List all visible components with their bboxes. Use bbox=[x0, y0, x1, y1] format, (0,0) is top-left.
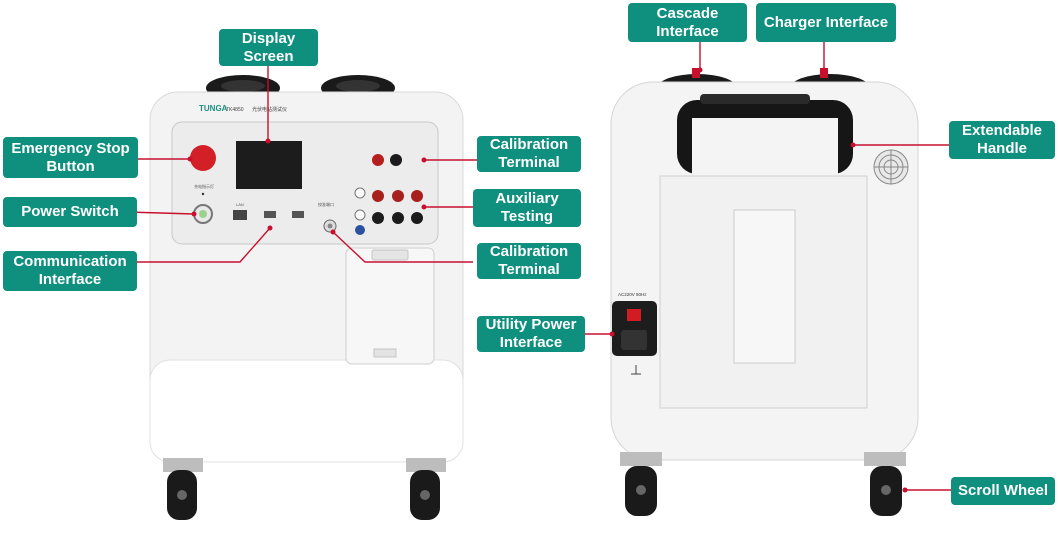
rear-rating-label: AC220V 50Hz bbox=[618, 292, 647, 297]
callout-calibration-terminal-bottom: Calibration Terminal bbox=[477, 243, 581, 279]
callout-utility-power-interface: Utility Power Interface bbox=[477, 316, 585, 352]
emergency-stop-button[interactable] bbox=[190, 145, 216, 171]
callout-calibration-terminal-top: Calibration Terminal bbox=[477, 136, 581, 172]
power-indicator-label: 充电指示灯 bbox=[194, 183, 214, 189]
model-text: TK4850 bbox=[226, 107, 244, 113]
calibration-port-label: 校准端口 bbox=[318, 201, 334, 207]
leader-lines bbox=[126, 42, 951, 491]
leader-dots bbox=[187, 67, 908, 493]
brand-logo-text: TUNGA bbox=[199, 104, 228, 113]
calibration-terminal-black[interactable] bbox=[390, 154, 402, 166]
callout-scroll-wheel: Scroll Wheel bbox=[951, 477, 1055, 505]
callout-display-screen: Display Screen bbox=[219, 29, 318, 66]
calibration-terminal-red[interactable] bbox=[372, 154, 384, 166]
callout-emergency-stop: Emergency Stop Button bbox=[3, 137, 138, 178]
display-screen bbox=[236, 141, 302, 189]
callout-power-switch: Power Switch bbox=[3, 197, 137, 227]
callout-auxiliary-testing: Auxiliary Testing bbox=[473, 189, 581, 227]
model-subtitle: 光伏电站测试仪 bbox=[252, 106, 287, 113]
callout-charger-interface: Charger Interface bbox=[756, 3, 896, 42]
lan-port[interactable] bbox=[233, 210, 247, 220]
usb-port-1[interactable] bbox=[264, 211, 276, 218]
lan-port-label: LAN bbox=[236, 202, 244, 207]
callout-communication-interface: Communication Interface bbox=[3, 251, 137, 291]
usb-port-2[interactable] bbox=[292, 211, 304, 218]
callout-extendable-handle: Extendable Handle bbox=[949, 121, 1055, 159]
rear-device: AC220V 50Hz bbox=[610, 68, 919, 516]
front-device: TUNGA TK4850 光伏电站测试仪 充电指示灯 LAN 校准端口 bbox=[149, 75, 464, 520]
callout-cascade-interface: Cascade Interface bbox=[628, 3, 747, 42]
